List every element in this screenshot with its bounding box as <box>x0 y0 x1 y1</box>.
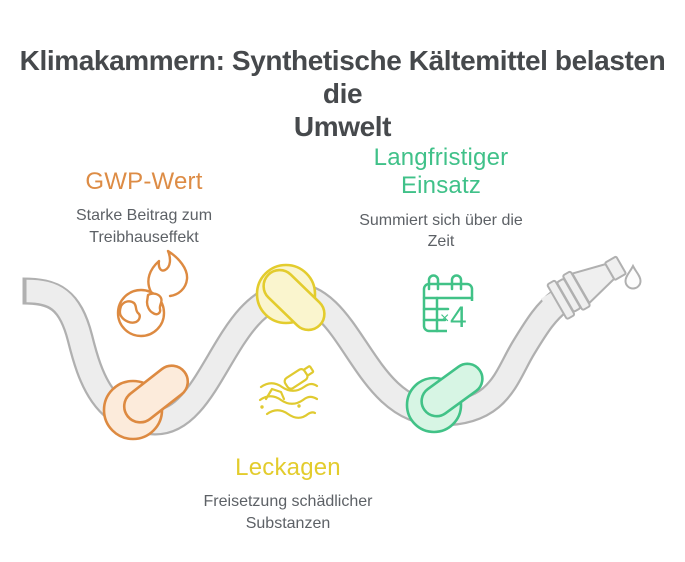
wave-line <box>258 395 319 405</box>
burning-earth-icon <box>116 249 189 338</box>
bubble-dot <box>260 405 264 409</box>
nozzle-stub <box>541 290 566 318</box>
knot-loop <box>262 268 326 332</box>
section-langfristiger-einsatz: Langfristiger Einsatz Summiert sich über… <box>331 144 551 253</box>
water-drop-icon <box>624 263 642 290</box>
knot-gwp <box>102 364 190 441</box>
calendar-badge-mask <box>447 301 476 334</box>
calendar-icon: × 4 <box>422 274 476 334</box>
section-gwp-body: Starke Beitrag zum Treibhauseffekt <box>75 207 213 246</box>
page-title-line1: Klimakammern: Synthetische Kältemittel b… <box>19 45 666 110</box>
section-leckagen: Leckagen Freisetzung schädlicher Substan… <box>178 454 398 535</box>
nozzle-tip <box>604 255 627 281</box>
flame-outline <box>147 249 189 298</box>
page-title-line2: Umwelt <box>293 111 392 143</box>
calendar-badge-times: × <box>440 310 449 327</box>
knot-langfristig <box>405 362 484 434</box>
wave-line <box>265 409 317 419</box>
section-leckagen-body: Freisetzung schädlicher Substanzen <box>203 493 373 532</box>
knot-leckagen <box>255 263 326 332</box>
section-langfristiger-einsatz-heading: Langfristiger Einsatz <box>373 144 509 200</box>
continent-right <box>145 292 163 316</box>
knot-loop <box>420 362 484 418</box>
wave-line <box>259 382 319 392</box>
bubble-dot <box>297 404 301 408</box>
knot-loop <box>122 364 190 424</box>
section-gwp-heading: GWP-Wert <box>85 168 203 195</box>
calendar-binding-tab <box>427 274 440 291</box>
section-leckagen-heading: Leckagen <box>235 454 341 481</box>
waves-pollution-icon <box>258 365 319 419</box>
section-langfristiger-einsatz-body: Summiert sich über die Zeit <box>359 211 523 251</box>
floating-bottle <box>283 365 315 390</box>
continent-left <box>118 300 141 324</box>
calendar-badge-number: 4 <box>450 301 467 334</box>
page-title: Klimakammern: Synthetische Kältemittel b… <box>0 44 685 143</box>
calendar-binding-tab <box>450 274 463 291</box>
section-gwp: GWP-Wert Starke Beitrag zum Treibhauseff… <box>34 168 254 249</box>
nozzle <box>541 255 627 320</box>
